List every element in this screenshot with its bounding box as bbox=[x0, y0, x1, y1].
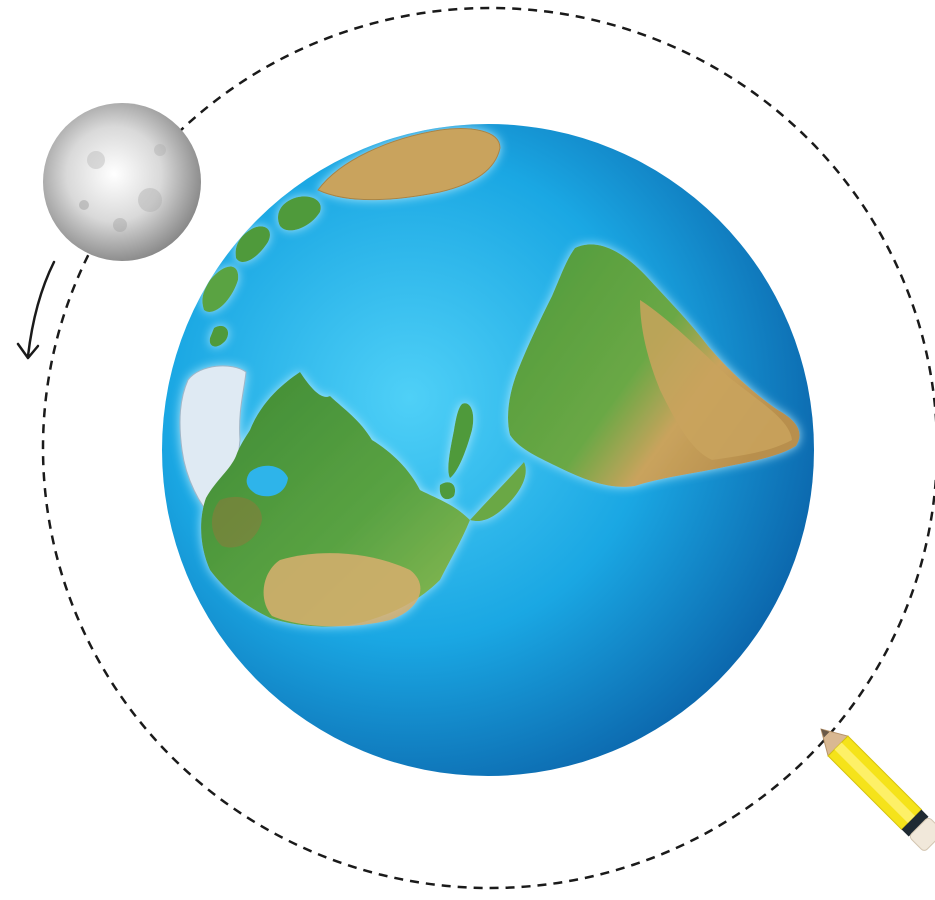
counter-clockwise-arrow-icon bbox=[16, 260, 56, 360]
northern-landmass bbox=[317, 128, 501, 201]
moon bbox=[43, 103, 201, 261]
large-continent bbox=[201, 372, 470, 627]
orbit-path bbox=[41, 6, 935, 890]
earth bbox=[162, 124, 814, 776]
pencil-icon bbox=[820, 728, 935, 851]
